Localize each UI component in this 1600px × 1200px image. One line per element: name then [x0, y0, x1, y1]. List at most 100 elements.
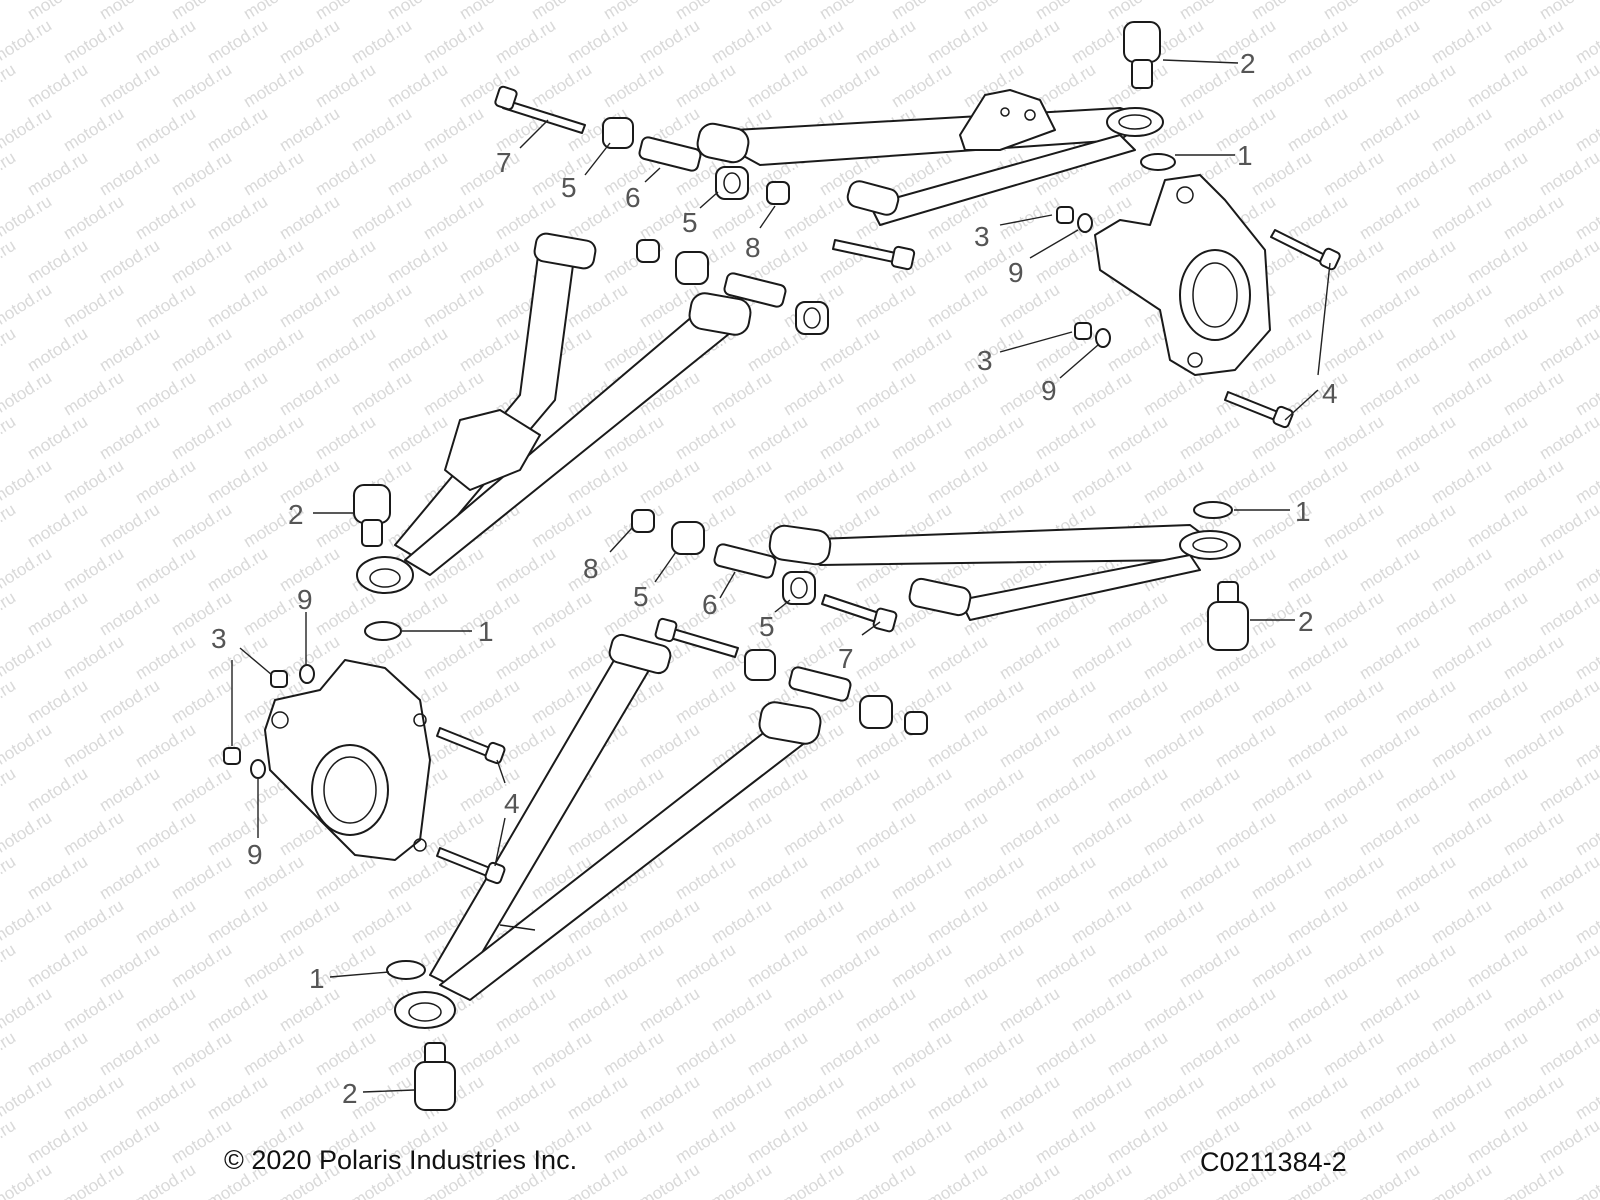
watermark-text: motod.ru [1572, 1160, 1600, 1200]
watermark-text: motod.ru [456, 1028, 523, 1080]
watermark-text: motod.ru [960, 676, 1027, 728]
watermark-text: motod.ru [168, 0, 235, 23]
watermark-text: motod.ru [1248, 1028, 1315, 1080]
watermark-text: motod.ru [1320, 588, 1387, 640]
watermark-text: motod.ru [780, 984, 847, 1036]
watermark-text: motod.ru [24, 0, 91, 23]
watermark-text: motod.ru [1536, 852, 1600, 904]
watermark-text: motod.ru [1500, 632, 1567, 684]
watermark-text: motod.ru [1284, 104, 1351, 156]
watermark-text: motod.ru [1356, 1160, 1423, 1200]
watermark-text: motod.ru [492, 16, 559, 68]
watermark-text: motod.ru [1428, 1072, 1495, 1124]
watermark-text: motod.ru [816, 852, 883, 904]
watermark-text: motod.ru [564, 16, 631, 68]
watermark-text: motod.ru [312, 60, 379, 112]
watermark-text: motod.ru [1428, 192, 1495, 244]
watermark-text: motod.ru [600, 60, 667, 112]
watermark-text: motod.ru [672, 0, 739, 23]
watermark-text: motod.ru [924, 720, 991, 772]
callout-bushing: 5 [561, 172, 577, 203]
watermark-text: motod.ru [1248, 852, 1315, 904]
watermark-text: motod.ru [1464, 676, 1531, 728]
watermark-text: motod.ru [888, 940, 955, 992]
watermark-text: motod.ru [996, 1160, 1063, 1200]
watermark-text: motod.ru [924, 1160, 991, 1200]
watermark-text: motod.ru [60, 544, 127, 596]
watermark-text: motod.ru [492, 632, 559, 684]
watermark-text: motod.ru [852, 368, 919, 420]
watermark-text: motod.ru [240, 0, 307, 23]
steering-knuckle-right [1094, 174, 1271, 376]
watermark-text: motod.ru [1428, 632, 1495, 684]
watermark-text: motod.ru [1500, 984, 1567, 1036]
watermark-text: motod.ru [96, 60, 163, 112]
watermark-text: motod.ru [1464, 852, 1531, 904]
watermark-text: motod.ru [744, 412, 811, 464]
watermark-text: motod.ru [1428, 280, 1495, 332]
watermark-text: motod.ru [204, 16, 271, 68]
watermark-text: motod.ru [0, 852, 19, 904]
watermark-text: motod.ru [1392, 764, 1459, 816]
watermark-text: motod.ru [672, 940, 739, 992]
watermark-text: motod.ru [1536, 1116, 1600, 1168]
watermark-text: motod.ru [852, 1072, 919, 1124]
watermark-text: motod.ru [0, 236, 19, 288]
watermark-text: motod.ru [96, 1116, 163, 1168]
watermark-text: motod.ru [960, 852, 1027, 904]
watermark-text: motod.ru [708, 16, 775, 68]
watermark-text: motod.ru [1284, 192, 1351, 244]
watermark-text: motod.ru [1032, 0, 1099, 23]
watermark-text: motod.ru [960, 940, 1027, 992]
watermark-text: motod.ru [600, 940, 667, 992]
watermark-text: motod.ru [312, 852, 379, 904]
watermark-text: motod.ru [1032, 1116, 1099, 1168]
watermark-text: motod.ru [1104, 1116, 1171, 1168]
callout-washer: 9 [1008, 257, 1024, 288]
watermark-text: motod.ru [1140, 984, 1207, 1036]
callout-bushing: 5 [633, 581, 649, 612]
watermark-text: motod.ru [708, 368, 775, 420]
watermark-text: motod.ru [420, 104, 487, 156]
watermark-text: motod.ru [636, 1072, 703, 1124]
watermark-text: motod.ru [780, 368, 847, 420]
callout-washer: 9 [297, 584, 313, 615]
watermark-text: motod.ru [1140, 720, 1207, 772]
watermark-text: motod.ru [168, 764, 235, 816]
watermark-text: motod.ru [24, 60, 91, 112]
watermark-text: motod.ru [348, 368, 415, 420]
watermark-text: motod.ru [1248, 676, 1315, 728]
callout-washer: 9 [1041, 375, 1057, 406]
watermark-text: motod.ru [240, 60, 307, 112]
ball-joint-right [1207, 581, 1249, 651]
watermark-text: motod.ru [1536, 412, 1600, 464]
watermark-text: motod.ru [60, 1072, 127, 1124]
watermark-text: motod.ru [276, 192, 343, 244]
watermark-text: motod.ru [276, 1072, 343, 1124]
watermark-text: motod.ru [168, 148, 235, 200]
watermark-text: motod.ru [672, 852, 739, 904]
watermark-text: motod.ru [636, 456, 703, 508]
watermark-text: motod.ru [780, 1160, 847, 1200]
watermark-text: motod.ru [1572, 720, 1600, 772]
watermark-text: motod.ru [96, 0, 163, 23]
watermark-text: motod.ru [1176, 852, 1243, 904]
watermark-text: motod.ru [744, 0, 811, 23]
watermark-text: motod.ru [60, 632, 127, 684]
watermark-text: motod.ru [564, 456, 631, 508]
watermark-text: motod.ru [1356, 808, 1423, 860]
watermark-text: motod.ru [132, 896, 199, 948]
watermark-text: motod.ru [312, 236, 379, 288]
watermark-text: motod.ru [996, 808, 1063, 860]
watermark-text: motod.ru [168, 1028, 235, 1080]
watermark-text: motod.ru [168, 676, 235, 728]
watermark-text: motod.ru [312, 412, 379, 464]
ball-joint-top-right [1123, 21, 1161, 89]
watermark-text: motod.ru [744, 1116, 811, 1168]
watermark-text: motod.ru [1536, 236, 1600, 288]
watermark-text: motod.ru [528, 60, 595, 112]
watermark-text: motod.ru [1392, 148, 1459, 200]
watermark-text: motod.ru [636, 720, 703, 772]
watermark-text: motod.ru [1356, 280, 1423, 332]
watermark-text: motod.ru [1284, 632, 1351, 684]
